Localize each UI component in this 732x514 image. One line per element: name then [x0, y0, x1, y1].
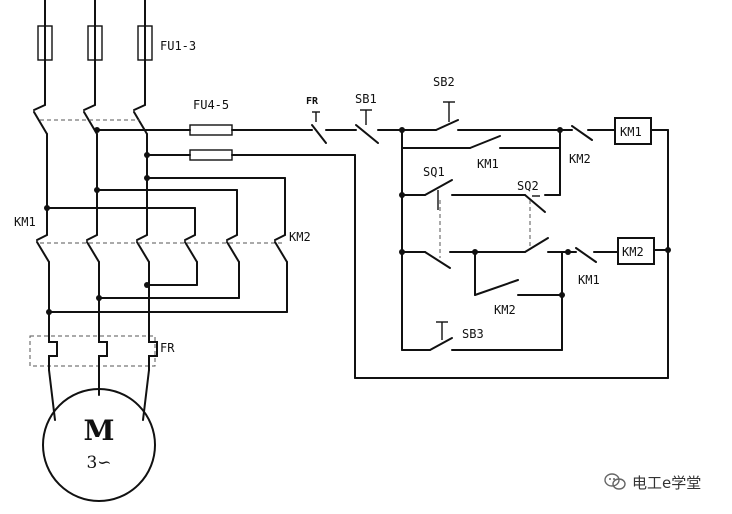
watermark: 电工e学堂	[604, 471, 701, 493]
power-circuit	[29, 0, 669, 502]
label-fu1-3: FU1-3	[160, 39, 196, 53]
label-motor-letter: M	[84, 414, 115, 447]
fr-nc-contact	[309, 111, 357, 144]
watermark-text: 电工e学堂	[632, 473, 702, 492]
fuse-fu1	[37, 25, 53, 61]
label-sb1: SB1	[355, 92, 377, 106]
label-sb3: SB3	[462, 327, 484, 341]
label-sq2: SQ2	[517, 179, 539, 193]
label-sb2: SB2	[433, 75, 455, 89]
km2-interlock-top	[559, 125, 616, 141]
label-sq1: SQ1	[423, 165, 445, 179]
label-fr-contact: FR	[306, 96, 319, 107]
km2-seal-contact	[474, 279, 519, 296]
fuse-fu5	[189, 149, 233, 161]
km2-main-contacts	[184, 234, 288, 263]
label-motor-phase: 3∽	[86, 453, 111, 473]
km1-main-contacts	[36, 234, 285, 263]
sq1-limit-switch	[424, 179, 453, 258]
label-km1-interlock: KM1	[578, 273, 600, 287]
label-km1-seal: KM1	[477, 157, 499, 171]
fuse-fu2	[87, 25, 103, 61]
label-km2-coil: KM2	[622, 245, 644, 259]
motor-m	[42, 388, 156, 502]
label-fr-thermal: FR	[160, 341, 175, 355]
fuse-fu4	[189, 124, 233, 136]
label-km1-main: KM1	[14, 215, 36, 229]
label-km2-interlock: KM2	[569, 152, 591, 166]
sb2-forward-start	[401, 101, 561, 131]
sb1-stop-button	[355, 109, 403, 144]
sq2-no-reverse	[524, 237, 549, 253]
sb3-reverse-start	[429, 321, 453, 351]
labels: FU1-3 FU4-5 FR SB1 SB2 KM1 KM2 FR KM1 KM…	[14, 39, 644, 473]
control-circuit	[309, 101, 671, 379]
fuse-fu3	[137, 25, 153, 61]
label-fu4-5: FU4-5	[193, 98, 229, 112]
label-km2-main: KM2	[289, 230, 311, 244]
sq2-limit-switch	[524, 194, 546, 250]
sq1-nc-reverse	[424, 251, 451, 269]
km1-interlock-bottom	[567, 247, 619, 263]
thermal-relay-fr	[29, 334, 158, 371]
wechat-icon	[604, 473, 626, 490]
label-km2-seal: KM2	[494, 303, 516, 317]
km1-seal-contact	[469, 135, 501, 149]
label-km1-coil: KM1	[620, 125, 642, 139]
